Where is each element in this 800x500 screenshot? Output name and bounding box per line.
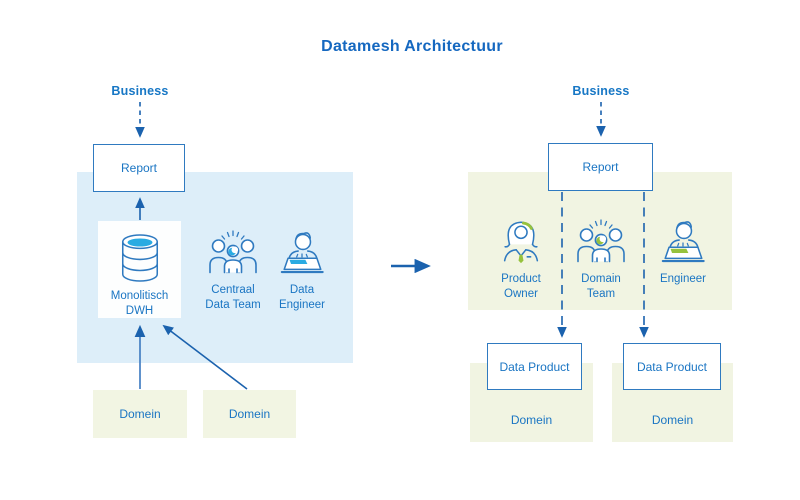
page-title: Datamesh Architectuur: [321, 38, 503, 55]
business-label-left: Business: [111, 84, 169, 98]
data-engineer-figure: Data Engineer: [260, 222, 344, 312]
report-label-left: Report: [120, 161, 158, 175]
database-icon: [117, 232, 163, 284]
product-owner-figure: Product Owner: [479, 213, 563, 301]
data-product-box-1: Data Product: [487, 343, 582, 390]
engineer-laptop-icon: [658, 213, 708, 267]
team-icon: [205, 222, 261, 278]
product-owner-icon: [496, 213, 546, 267]
monolithic-dwh-box: Monolitisch DWH: [98, 221, 181, 318]
domain-team-label: Domain Team: [581, 273, 621, 300]
engineer-laptop-icon: [277, 222, 327, 278]
report-label-right: Report: [582, 160, 619, 174]
dwh-label: Monolitisch DWH: [110, 290, 169, 317]
data-product-box-2: Data Product: [623, 343, 721, 390]
domain-box-left-2: Domein: [203, 390, 296, 438]
engineer-label: Engineer: [659, 273, 707, 285]
central-team-label: Centraal Data Team: [205, 284, 261, 311]
domain-team-figure: Domain Team: [559, 211, 643, 301]
product-owner-label: Product Owner: [501, 273, 541, 300]
report-box-left: Report: [93, 144, 185, 192]
domain-box-left-1: Domein: [93, 390, 187, 438]
report-box-right: Report: [548, 143, 653, 191]
central-data-team-figure: Centraal Data Team: [191, 222, 275, 312]
team-icon: [573, 211, 629, 267]
business-label-right: Business: [572, 84, 630, 98]
engineer-figure: Engineer: [641, 213, 725, 287]
data-engineer-label: Data Engineer: [278, 284, 326, 311]
